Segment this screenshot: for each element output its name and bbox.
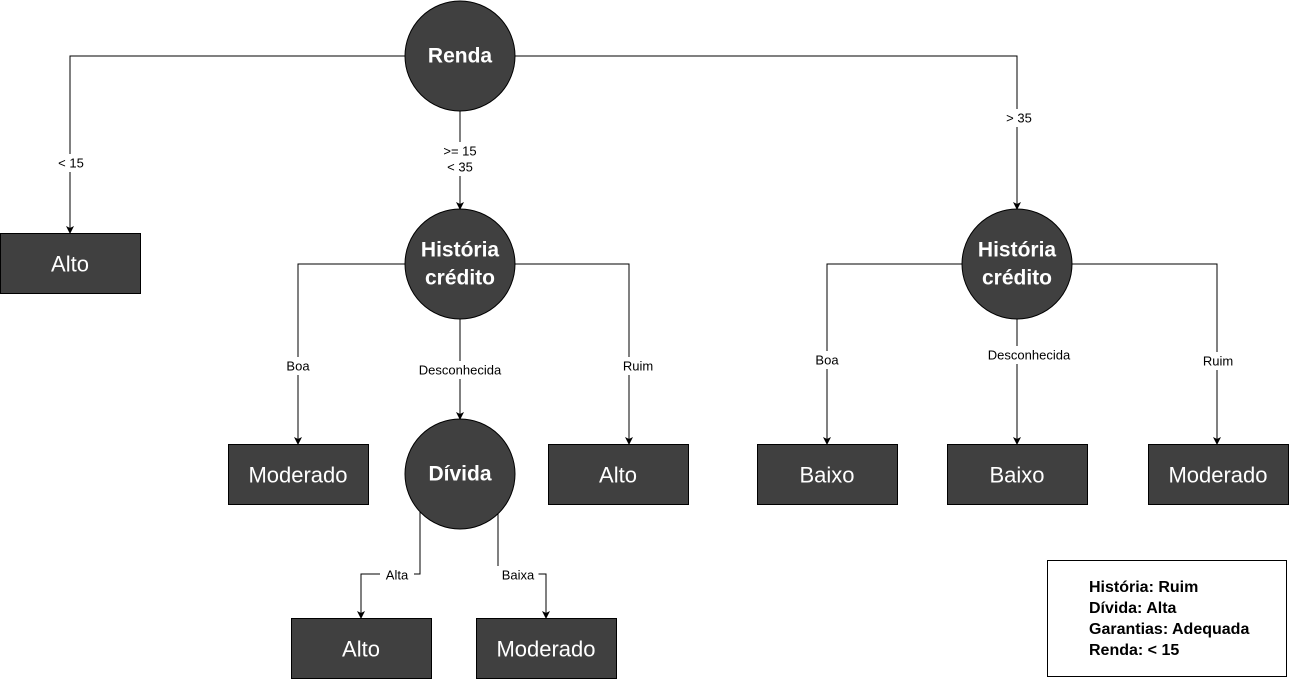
edge-label-hr-desc: Desconhecida	[988, 348, 1071, 363]
edge-label-background	[380, 566, 414, 584]
legend-line-renda: Renda: < 15	[1089, 642, 1180, 659]
edge-hr-boa	[823, 263, 962, 445]
leaf-alto-top-box	[0, 233, 141, 294]
node-historia-left-circle	[404, 208, 516, 320]
leaf-moderado-left-box	[228, 444, 369, 505]
leaf-alto-top-label: Alto	[51, 252, 89, 277]
edge-label-background	[415, 361, 505, 379]
node-divida-label: Dívida	[428, 463, 491, 486]
edge-label-background	[621, 357, 655, 375]
edge-label-div-alta: Alta	[386, 568, 409, 583]
leaf-baixo-1-box	[757, 444, 898, 505]
edge-label-renda-lt15: < 15	[58, 156, 84, 171]
leaf-moderado-left-label: Moderado	[248, 463, 347, 488]
edge-label-background	[813, 351, 841, 369]
edge-label-renda-gt35: > 35	[1006, 111, 1032, 126]
edge-label-background	[984, 346, 1074, 364]
node-divida-circle	[404, 418, 516, 530]
edge-label-background	[284, 357, 312, 375]
legend-box: História: Ruim Dívida: Alta Garantias: A…	[1047, 560, 1287, 677]
leaf-alto-bottom-box	[291, 618, 432, 679]
edge-hl-boa	[294, 263, 405, 445]
leaf-baixo-2-label: Baixo	[989, 463, 1044, 488]
edge-label-hl-desc: Desconhecida	[419, 363, 502, 378]
legend-line-historia: História: Ruim	[1089, 579, 1199, 596]
leaf-alto-bottom-label: Alto	[342, 637, 380, 662]
edge-div-alta	[357, 512, 421, 619]
leaf-moderado-right-label: Moderado	[1168, 463, 1267, 488]
leaf-baixo-1-label: Baixo	[799, 463, 854, 488]
edge-renda-gt35	[515, 55, 1021, 210]
node-renda-circle	[404, 0, 516, 112]
edge-renda-lt15	[66, 55, 405, 234]
edge-label-background	[1201, 352, 1235, 370]
edge-label-div-baixa: Baixa	[502, 568, 535, 583]
edge-label-background	[54, 154, 88, 172]
edge-hr-ruim	[1072, 263, 1221, 445]
edge-label-background	[497, 566, 539, 584]
edge-div-baixa	[497, 512, 550, 619]
edge-label-background	[439, 142, 481, 176]
leaf-moderado-bottom-box	[476, 618, 617, 679]
edge-label-hl-ruim: Ruim	[623, 359, 653, 374]
legend-line-divida: Dívida: Alta	[1089, 600, 1177, 617]
edge-label-hr-ruim: Ruim	[1203, 354, 1233, 369]
leaf-baixo-2-box	[947, 444, 1088, 505]
edge-label-hl-boa: Boa	[286, 359, 310, 374]
edge-label-hr-boa: Boa	[815, 353, 839, 368]
leaf-alto-mid-label: Alto	[599, 463, 637, 488]
edge-label-background	[1002, 109, 1036, 127]
leaf-moderado-right-box	[1148, 444, 1289, 505]
legend-line-garantias: Garantias: Adequada	[1089, 621, 1250, 638]
leaf-alto-mid-box	[548, 444, 689, 505]
edge-hl-ruim	[515, 263, 633, 445]
node-historia-right-circle	[961, 208, 1073, 320]
node-renda-label: Renda	[428, 45, 493, 68]
edge-label-renda-mid: >= 15< 35	[443, 144, 476, 175]
leaf-moderado-bottom-label: Moderado	[496, 637, 595, 662]
